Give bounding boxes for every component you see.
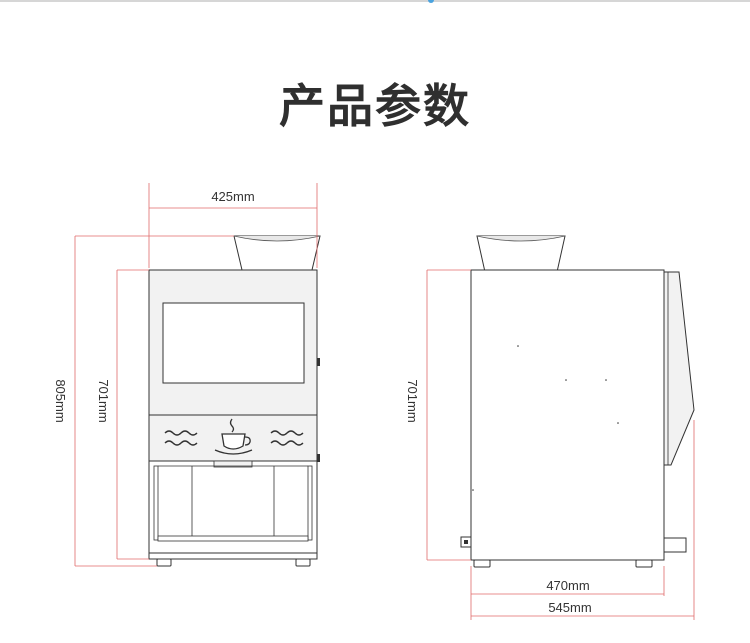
top-divider [0, 0, 750, 3]
side-view [460, 235, 695, 568]
nozzle [213, 460, 253, 468]
drip-tray [157, 535, 309, 542]
foot [295, 558, 311, 567]
foot [635, 559, 653, 568]
page-title: 产品参数 [279, 79, 471, 133]
base-plate [148, 552, 318, 560]
side-body [470, 269, 665, 561]
rear-port-inner [464, 540, 468, 544]
foot [156, 558, 172, 567]
dim-height-total: 805mm [53, 379, 68, 422]
hopper-rim-front [233, 235, 321, 242]
dim-depth-body: 470mm [546, 578, 589, 593]
coffee-cup-icon [214, 418, 253, 455]
front-dimension-lines [74, 183, 318, 567]
front-panel-profile [663, 271, 695, 466]
front-view [148, 235, 321, 567]
left-rail [153, 465, 159, 541]
dim-height-body-front: 701mm [96, 379, 111, 422]
wave-icon [164, 430, 198, 446]
side-button [317, 454, 320, 462]
side-button [317, 358, 320, 366]
foot [473, 559, 491, 568]
touch-screen [162, 302, 305, 384]
scroll-indicator [428, 0, 434, 3]
right-rail [307, 465, 313, 541]
wave-icon [270, 430, 304, 446]
side-dimension-lines [426, 269, 695, 620]
dim-depth-total: 545mm [548, 600, 591, 615]
hopper-rim-side [476, 235, 566, 242]
dim-width-front: 425mm [211, 189, 254, 204]
drip-tray-side [663, 537, 687, 553]
dim-height-body-side: 701mm [405, 379, 420, 422]
